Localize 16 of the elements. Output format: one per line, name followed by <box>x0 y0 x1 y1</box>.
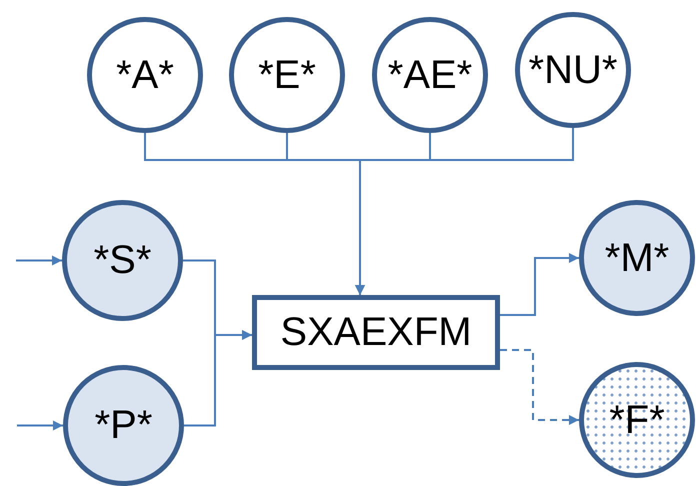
process-box <box>252 295 500 370</box>
node-label: *F* <box>609 398 665 442</box>
connector-arrow <box>17 420 63 430</box>
connector-arrow <box>184 330 252 426</box>
node-label: *E* <box>258 52 316 98</box>
node-label: SXAEXFM <box>280 310 472 355</box>
node-label: *M* <box>604 236 670 280</box>
connector-arrow <box>500 349 579 425</box>
node-label: *A* <box>116 52 174 98</box>
node-label: *S* <box>94 238 152 283</box>
node-label: *P* <box>94 403 152 448</box>
connector-arrow <box>355 128 574 295</box>
node-label: *NU* <box>528 48 618 92</box>
connector-arrow <box>500 253 579 316</box>
node-label: *AE* <box>388 52 472 98</box>
connector-arrow <box>16 256 62 266</box>
